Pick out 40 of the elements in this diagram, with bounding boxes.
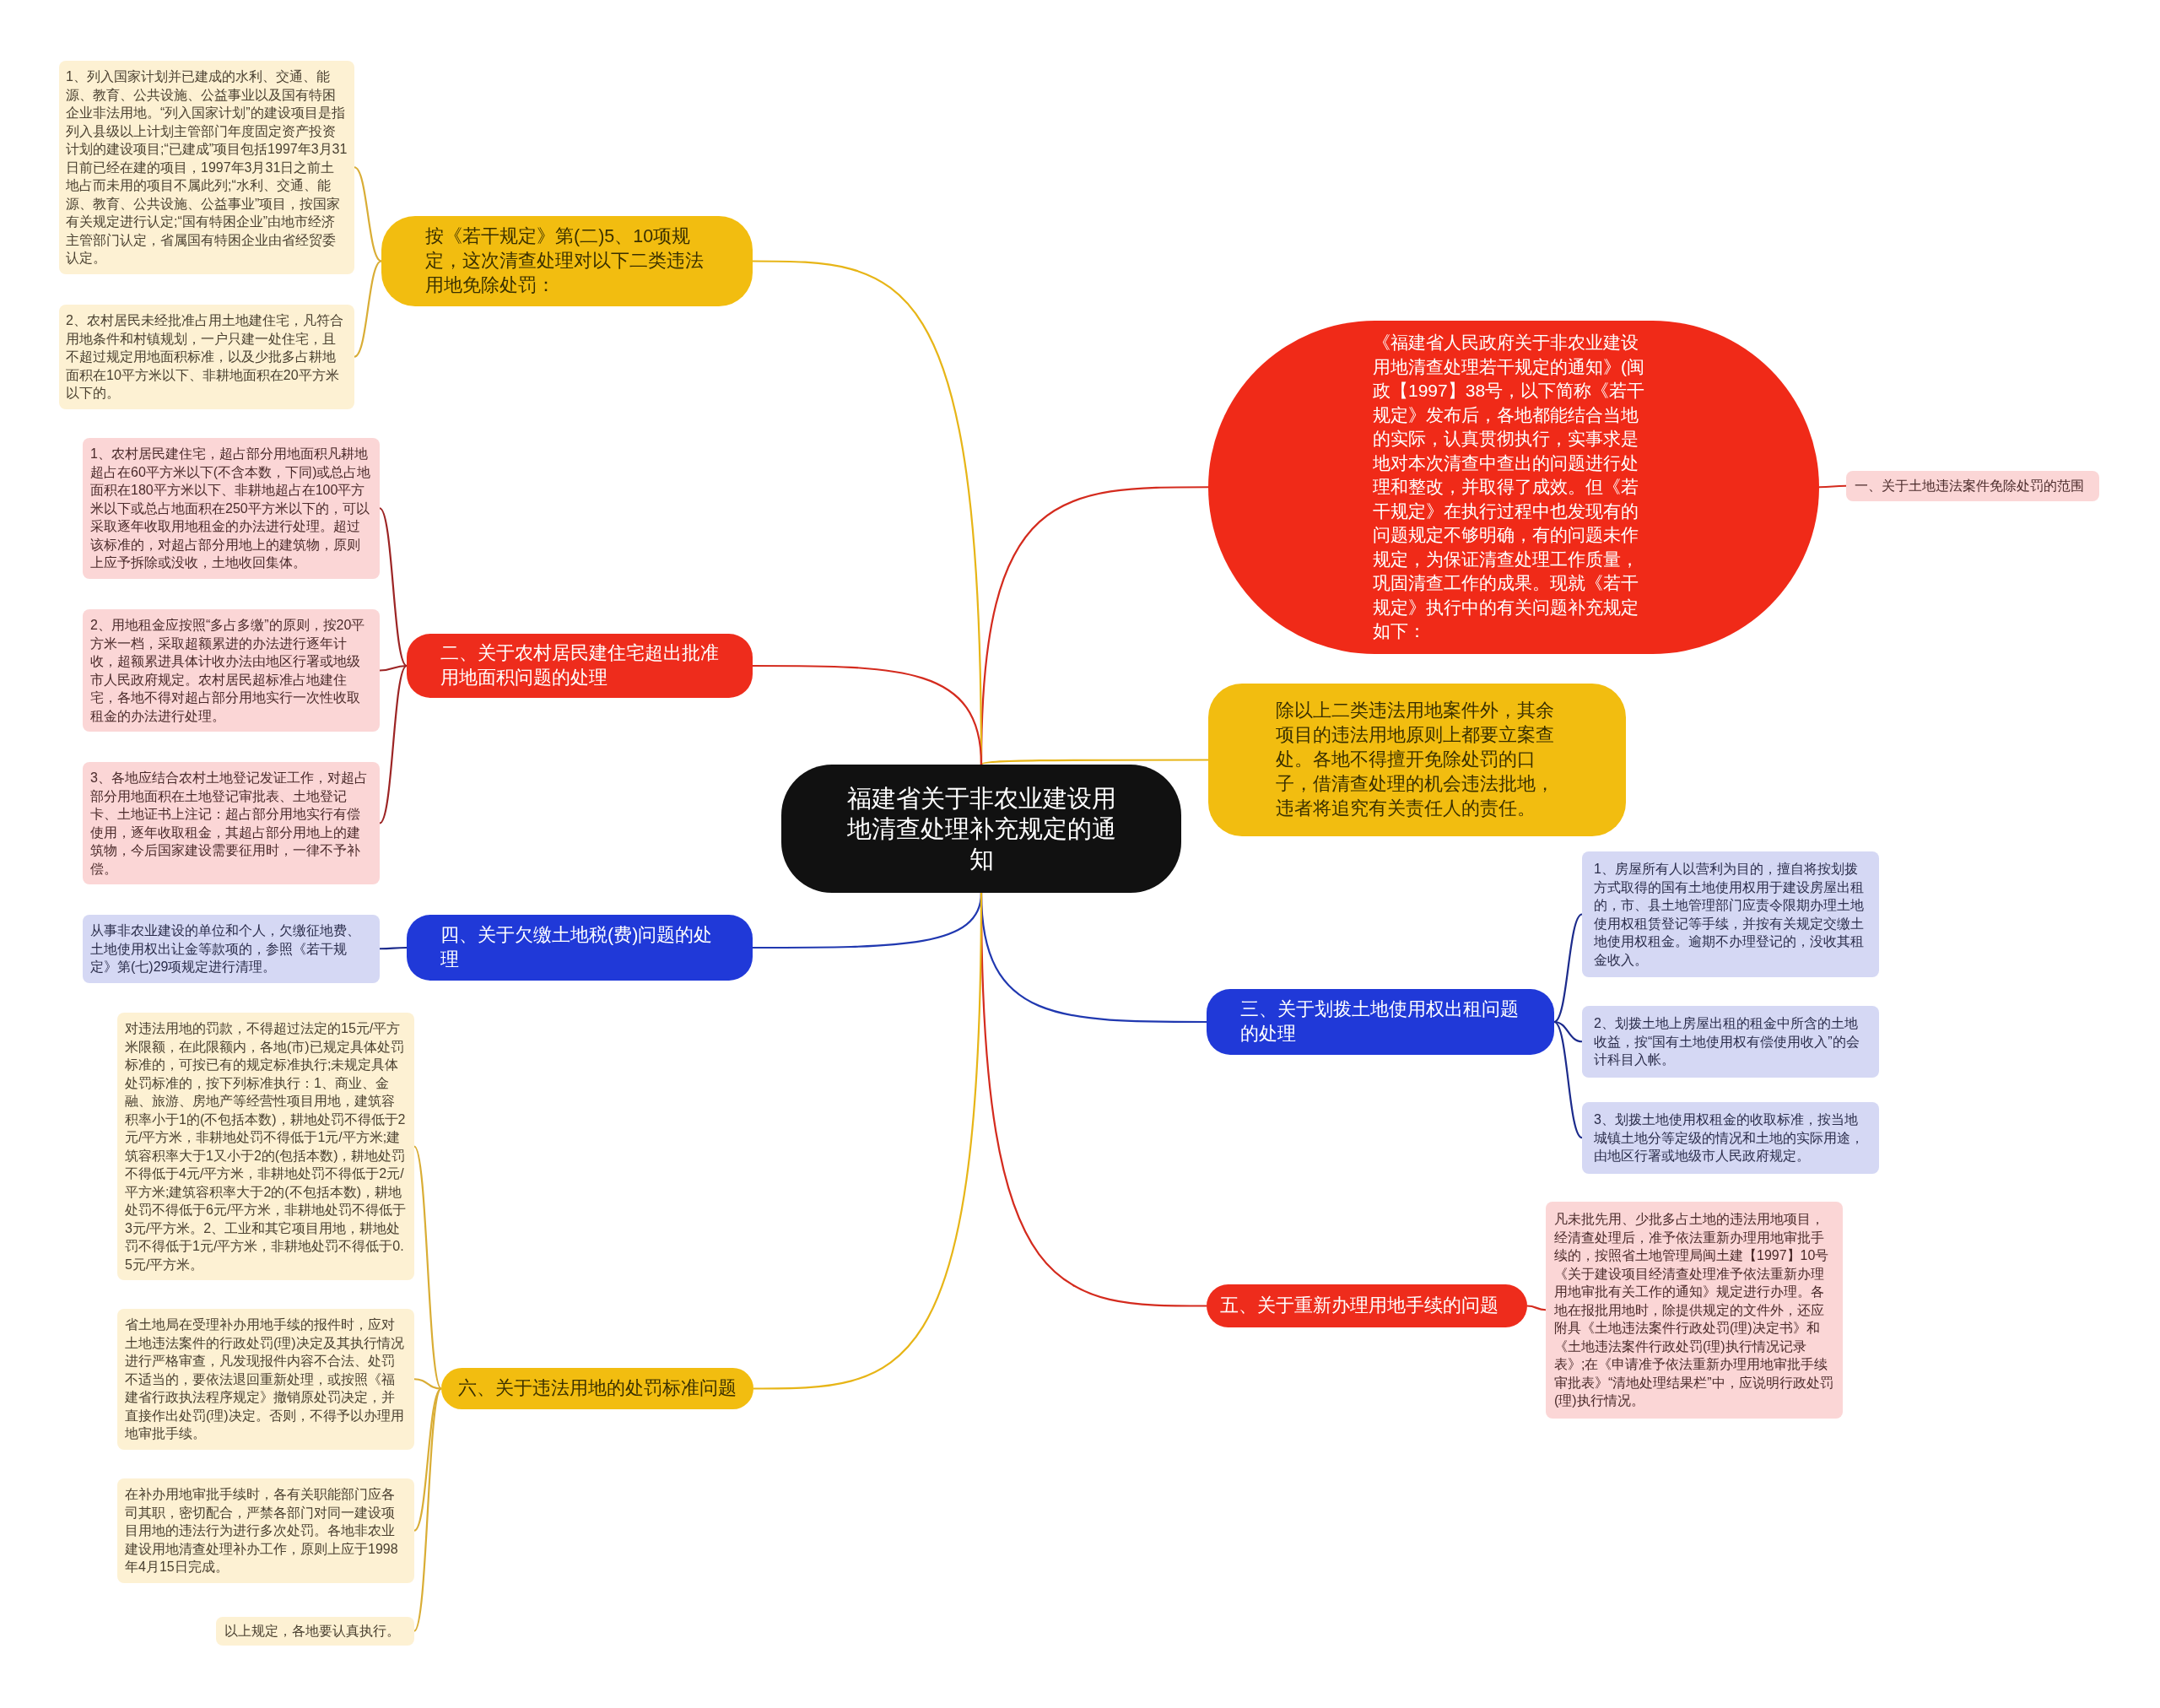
note-card: 3、划拨土地使用权租金的收取标准，按当地城镇土地分等定级的情况和土地的实际用途，由地区行署或地级市人民政府规定。 bbox=[1582, 1102, 1879, 1174]
note-card: 一、关于土地违法案件免除处罚的范围 bbox=[1846, 471, 2099, 501]
connector-line bbox=[980, 759, 1208, 765]
branch-box: 二、关于农村居民建住宅超出批准用地面积问题的处理 bbox=[407, 634, 753, 698]
connector-line bbox=[379, 664, 408, 672]
central-topic-box: 福建省关于非农业建设用地清查处理补充规定的通知 bbox=[781, 765, 1181, 893]
note-card: 1、列入国家计划并已建成的水利、交通、能源、教育、公共设施、公益事业以及国有特困企业非法用地。“列入国家计划”的建设项目是指列入县级以上计划主管部门年度固定资产投资计划的建设项目;“已建成”项目包括1997年3月31日前已经在建的项目，1997年3月31日之前土地占而未用的项目不属此列;“水利、交通、能源、教育、公共设施、公益事业”项目，按国家有关规定进行认定;“国有特困企业”由地市经济主管部门认定，省属国有特困企业由省经贸委认定。 bbox=[59, 61, 354, 274]
note-card: 对违法用地的罚款，不得超过法定的15元/平方米限额，在此限额内，各地(市)已规定具体处罚标准的，可按已有的规定标准执行;未规定具体处罚标准的，按下列标准执行：1、商业、金融、旅游、房地产等经营性项目用地，建筑容积率小于1的(不包括本数)，耕地处罚不得低于2元/平方米，非耕地处罚不得低于1元/平方米;建筑容积率大于1又小于2的(包括本数)，耕地处罚不得低于4元/平方米，非耕地处罚不得低于2元/平方米;建筑容积率大于2的(不包括本数)，耕地处罚不得低于6元/平方米，非耕地处罚不得低于3元/平方米。2、工业和其它项目用地，耕地处罚不得低于1元/平方米，非耕地处罚不得低于0.5元/平方米。 bbox=[117, 1013, 414, 1280]
connector-line bbox=[379, 507, 408, 667]
connector-line bbox=[753, 893, 983, 1390]
connector-line bbox=[753, 664, 983, 765]
note-card: 在补办用地审批手续时，各有关职能部门应各司其职，密切配合，严禁各部门对同一建设项目用地的违法行为进行多次处罚。各地非农业建设用地清查处理补办工作，原则上应于1998年4月15日完成。 bbox=[117, 1478, 414, 1583]
note-card: 1、农村居民建住宅，超占部分用地面积凡耕地超占在60平方米以下(不含本数，下同)或总占地面积在180平方米以下、非耕地超占在100平方米以下或总占地面积在250平方米以下的，可以采取逐年收取用地租金的办法进行处理。超过该标准的，对超占部分用地上的建筑物，原则上应予拆除或没收，土地收回集体。 bbox=[83, 438, 380, 579]
note-card: 从事非农业建设的单位和个人，欠缴征地费、土地使用权出让金等款项的，参照《若干规定》第(七)29项规定进行清理。 bbox=[83, 915, 380, 983]
connector-line bbox=[354, 260, 382, 358]
note-card: 2、农村居民未经批准占用土地建住宅，凡符合用地条件和村镇规划，一户只建一处住宅，且不超过规定用地面积标准，以及少批多占耕地面积在10平方米以下、非耕地面积在20平方米以下的。 bbox=[59, 305, 354, 409]
connector-line bbox=[1553, 913, 1583, 1023]
connector-line bbox=[1526, 1305, 1547, 1311]
note-card: 2、用地租金应按照“多占多缴”的原则，按20平方米一档，采取超额累进的办法进行逐年计收，超额累进具体计收办法由地区行署或地级市人民政府规定。农村居民超标准占地建住宅，各地不得对超占部分用地实行一次性收取租金的办法进行处理。 bbox=[83, 609, 380, 732]
connector-line bbox=[380, 946, 407, 950]
note-card: 省土地局在受理补办用地手续的报件时，应对土地违法案件的行政处罚(理)决定及其执行情况进行严格审查，凡发现报件内容不合法、处罚不适当的，要依法退回重新处理，或按照《福建省行政执法程序规定》撤销原处罚决定，并直接作出处罚(理)决定。否则，不得予以办理用地审批手续。 bbox=[117, 1309, 414, 1450]
note-card: 凡未批先用、少批多占土地的违法用地项目，经清查处理后，准予依法重新办理用地审批手续的，按照省土地管理局闽土建【1997】10号《关于建设项目经清查处理准予依法重新办理用地审批有关工作的通知》规定进行办理。各地在报批用地时，除提供规定的文件外，还应附具《土地违法案件行政处罚(理)决定书》和《土地违法案件行政处罚(理)执行情况记录表》;在《申请准予依法重新办理用地审批手续审批表》“清地处理结果栏”中，应说明行政处罚(理)执行情况。 bbox=[1546, 1202, 1843, 1419]
note-card: 2、划拨土地上房屋出租的租金中所含的土地收益，按“国有土地使用权有偿使用收入”的会计科目入帐。 bbox=[1582, 1006, 1879, 1078]
connector-line bbox=[379, 665, 408, 824]
branch-box: 除以上二类违法用地案件外，其余项目的违法用地原则上都要立案查处。各地不得擅开免除处罚的口子，借清查处理的机会违法批地，违者将追究有关责任人的责任。 bbox=[1208, 684, 1626, 836]
branch-box: 三、关于划拨土地使用权出租问题的处理 bbox=[1207, 989, 1554, 1055]
branch-box: 四、关于欠缴土地税(费)问题的处理 bbox=[407, 915, 753, 981]
connector-line bbox=[1553, 1021, 1583, 1139]
branch-box: 六、关于违法用地的处罚标准问题 bbox=[441, 1368, 753, 1409]
connector-line bbox=[413, 1378, 442, 1390]
note-card: 以上规定，各地要认真执行。 bbox=[216, 1617, 414, 1646]
connector-line bbox=[1819, 484, 1846, 489]
branch-box: 按《若干规定》第(二)5、10项规定，这次清查处理对以下二类违法用地免除处罚： bbox=[381, 216, 753, 306]
connector-line bbox=[413, 1387, 442, 1632]
connector-line bbox=[1553, 1020, 1583, 1043]
note-card: 3、各地应结合农村土地登记发证工作，对超占部分用地面积在土地登记审批表、土地登记卡、土地证书上注记：超占部分用地实行有偿使用，逐年收取租金，其超占部分用地上的建筑物，今后国家建设需要征用时，一律不予补偿。 bbox=[83, 762, 380, 884]
connector-line bbox=[354, 166, 382, 262]
connector-line bbox=[413, 1145, 442, 1390]
note-card: 1、房屋所有人以营利为目的，擅自将按划拨方式取得的国有土地使用权用于建设房屋出租的，市、县土地管理部门应责令限期办理土地使用权租赁登记等手续，并按有关规定交缴土地使用权租金。逾期不办理登记的，没收其租金收入。 bbox=[1582, 851, 1879, 977]
branch-box: 五、关于重新办理用地手续的问题 bbox=[1207, 1284, 1527, 1327]
